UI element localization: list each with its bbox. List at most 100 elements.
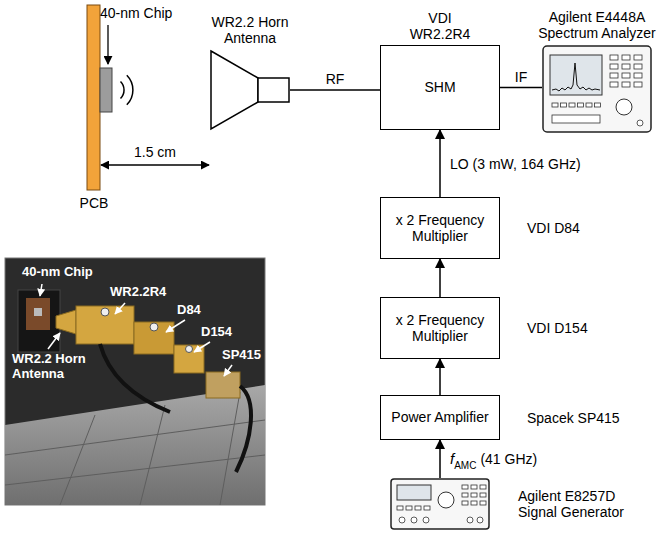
instrument-button [552,103,558,107]
instrument-button [610,55,618,60]
waveguide-flange [258,78,289,102]
mixer-box: VDI WR2.2R4SHM [380,45,500,130]
photo-label: D84 [177,303,201,318]
dimension-line [101,164,209,165]
instrument-body [391,479,489,529]
leader-line [48,333,60,349]
instrument-button [586,103,592,107]
box-label: x 2 Frequency Multiplier [388,312,492,344]
horn-antenna [56,310,76,334]
instrument-button [595,103,601,107]
instrument-button [471,493,477,497]
chip-label: 40-nm Chip [100,5,172,21]
signal-connector [290,89,380,91]
chip [100,68,112,112]
instrument-button [610,82,618,87]
screw [150,323,158,331]
instrument-button [622,55,630,60]
instrument-port [637,120,643,126]
instrument-button [569,103,575,107]
table-grid [5,392,265,505]
leader-line [115,303,125,314]
instrument-button [462,501,468,505]
board-label: PCB [80,195,109,211]
radiation-wave [121,82,125,99]
instrument-button [480,501,486,505]
spectrum-analyzer: Agilent E4448A Spectrum Analyzer [542,45,652,133]
amplifier-box: Power AmplifierSpacek SP415 [380,395,500,440]
instrument-button [634,82,642,87]
instrument-button [415,506,421,510]
instrument-button [622,82,630,87]
instrument-port [411,517,417,523]
optical-table [5,385,265,505]
instrument-button [610,64,618,69]
screw [186,346,193,353]
photo-label: D154 [201,325,232,340]
multiplier-box: x 2 Frequency MultiplierVDI D154 [380,297,500,359]
photo-label: SP415 [222,348,261,363]
signal-label: RF [324,71,347,87]
instrument-button [462,493,468,497]
signal-generator-icon [390,478,490,530]
photo-label: 40-nm Chip [22,265,93,280]
chip-holder [18,290,60,352]
instrument-button [406,506,412,510]
chip [34,308,42,316]
instrument-button [622,64,630,69]
instrument-port [467,517,473,523]
screw [101,308,109,316]
instrument-port [399,517,405,523]
leader-line [107,25,108,64]
instrument-screen [397,485,431,500]
instrument-button [578,103,584,107]
photo-label: WR2.2R4 [110,285,166,300]
signal-connector [439,359,441,395]
signal-connector [439,130,441,197]
signal-label: IF [513,68,529,84]
instrument-button [462,485,468,489]
instrument-button [480,493,486,497]
instrument-button [471,501,477,505]
box-label: Power Amplifier [391,409,488,425]
instrument-button [561,103,567,107]
multiplier-block [134,322,174,354]
signal-label: LO (3 mW, 164 GHz) [448,155,583,171]
instrument-screen [550,55,602,95]
instrument-button [634,73,642,78]
instrument-button [622,73,630,78]
cable [100,344,170,412]
part-number: VDI D84 [527,220,580,236]
leader-line [194,342,210,352]
leader-line [224,365,232,376]
signal-generator: Agilent E8257D Signal Generator [390,478,490,530]
pcb-board [87,5,100,190]
spectrum-analyzer-icon [542,45,652,133]
part-number: Spacek SP415 [527,409,620,425]
instrument-button [634,64,642,69]
signal-symbol: f [450,450,454,467]
node-heading: WR2.2 Horn Antenna [200,14,300,46]
leader-line [166,320,185,332]
horn-antenna-icon [210,50,290,130]
instrument-button [471,485,477,489]
amplifier-block [206,372,240,398]
node-heading: Agilent E4448A Spectrum Analyzer [535,9,659,41]
spectrum-trace [552,63,600,91]
box-label: SHM [424,79,455,95]
instrument-panel [552,115,600,123]
instrument-button [480,485,486,489]
signal-subscript: AMC [454,460,476,472]
leader-line [40,284,42,296]
node-heading: Agilent E8257D Signal Generator [518,488,643,520]
instrument-port [477,517,483,523]
signal-connector [500,87,542,89]
instrument-knob [438,492,454,508]
instrument-port [423,517,429,523]
radiation-wave [127,75,133,105]
multiplier-box: x 2 Frequency MultiplierVDI D84 [380,197,500,259]
instrument-button [610,73,618,78]
instrument-button [634,55,642,60]
instrument-body [543,46,651,132]
